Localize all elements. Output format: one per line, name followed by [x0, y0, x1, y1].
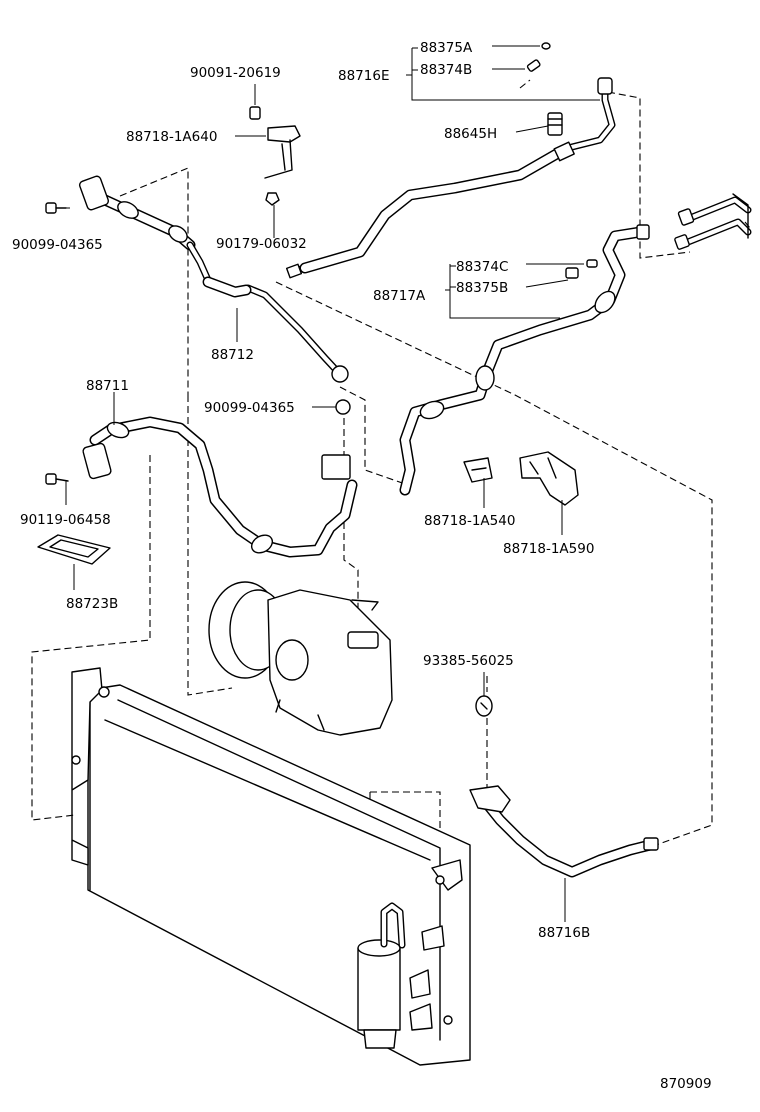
pressure-switch-88645h [547, 112, 563, 136]
receiver-drier [357, 902, 445, 1049]
bracket-88718-1a640 [249, 106, 301, 206]
bolt-90119-06458 [45, 473, 69, 485]
label-88723b: 88723B [66, 596, 118, 612]
label-88718-1a540: 88718-1A540 [424, 513, 515, 529]
label-88716e: 88716E [338, 68, 389, 84]
label-88717a: 88717A [373, 288, 426, 304]
label-90099-04365-mid: 90099-04365 [204, 400, 295, 416]
clamp-88718-1a540 [463, 457, 493, 483]
label-88375a: 88375A [420, 40, 473, 56]
label-88718-1a590: 88718-1A590 [503, 541, 594, 557]
part-labels: 88375A 88374B 88716E 90091-20619 88718-1… [12, 40, 712, 1092]
bracket-88718-1a590 [519, 451, 579, 506]
label-90091-20619: 90091-20619 [190, 65, 281, 81]
label-90119-06458: 90119-06458 [20, 512, 111, 528]
label-93385-56025: 93385-56025 [423, 653, 514, 669]
label-88712: 88712 [211, 347, 254, 363]
hose-88711 [82, 399, 358, 558]
suction-hose-88716e [285, 77, 616, 279]
label-88375b: 88375B [456, 280, 508, 296]
plug-93385-56025 [475, 695, 493, 717]
assembly-guide-lines [31, 79, 751, 940]
compressor [208, 581, 393, 736]
leader-lines [65, 45, 600, 922]
label-88711: 88711 [86, 378, 129, 394]
label-88374b: 88374B [420, 62, 472, 78]
bolt-90099-04365-top [45, 202, 67, 214]
label-88374c: 88374C [456, 259, 508, 275]
diagram-code: 870909 [660, 1076, 712, 1092]
discharge-hose-88717a [399, 224, 650, 496]
label-88718-1a640: 88718-1A640 [126, 129, 217, 145]
label-88716b: 88716B [538, 925, 590, 941]
label-90179-06032: 90179-06032 [216, 236, 307, 252]
tube-88716b [469, 785, 659, 878]
cooler-unit-pipes [674, 193, 752, 250]
label-90099-04365-top: 90099-04365 [12, 237, 103, 253]
label-88645h: 88645H [444, 126, 497, 142]
gasket-88723b [37, 534, 111, 565]
o-ring-and-cap-top [526, 42, 551, 72]
tube-88712 [78, 175, 349, 383]
condenser [71, 667, 471, 1066]
